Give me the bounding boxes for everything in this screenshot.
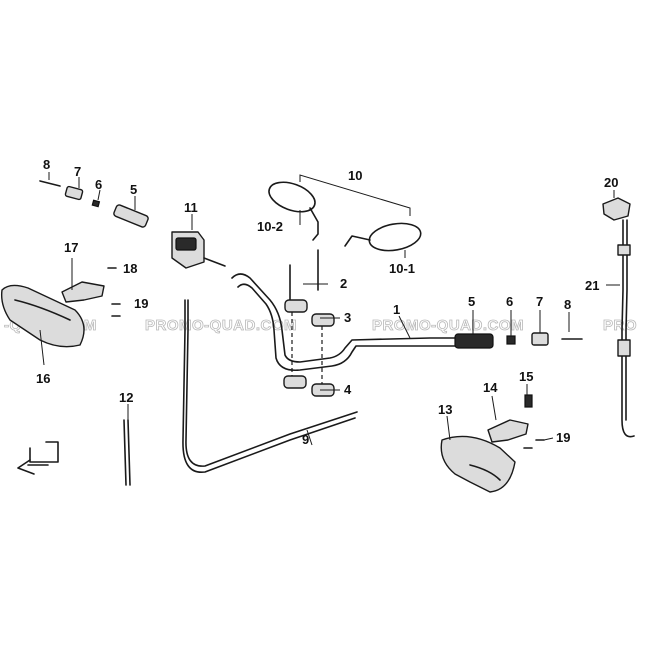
leader-lines — [39, 172, 620, 446]
callout-5-right: 5 — [468, 294, 475, 309]
weight-7-right — [531, 332, 549, 346]
bracket-17-part — [61, 281, 105, 303]
callout-17: 17 — [64, 240, 78, 255]
callout-19-left: 19 — [134, 296, 148, 311]
callout-1: 1 — [393, 302, 400, 317]
switch-housing-part — [171, 231, 226, 269]
callout-11: 11 — [184, 200, 198, 215]
callout-8-left: 8 — [43, 157, 50, 172]
callout-18: 18 — [123, 261, 137, 276]
washer-6-right — [506, 335, 516, 345]
grip-5-right — [454, 333, 494, 349]
callout-6-right: 6 — [506, 294, 513, 309]
right-grip-parts — [454, 332, 583, 349]
mirror-left-part — [268, 181, 319, 241]
callout-10-2: 10-2 — [257, 219, 283, 234]
hand-guard-left-part — [0, 284, 85, 348]
callout-21: 21 — [585, 278, 599, 293]
brake-switch-part — [602, 197, 631, 221]
callout-4: 4 — [344, 382, 352, 397]
brake-cable-part — [617, 219, 635, 438]
callout-19-right: 19 — [556, 430, 570, 445]
callout-7-left: 7 — [74, 164, 81, 179]
callout-2: 2 — [340, 276, 347, 291]
callout-bracket-10 — [299, 174, 411, 216]
handlebar-part — [231, 273, 456, 372]
grip-5-left — [113, 204, 149, 228]
watermark: -QUAD.COM PROMO-QUAD.COM PROMO-QUAD.COM … — [4, 317, 637, 335]
callout-3: 3 — [344, 310, 351, 325]
bolt-19-left-part — [111, 303, 121, 317]
bolt-19-right-part — [523, 439, 545, 449]
callout-13: 13 — [438, 402, 452, 417]
callout-12: 12 — [119, 390, 133, 405]
callout-16: 16 — [36, 371, 50, 386]
callout-6-left: 6 — [95, 177, 102, 192]
watermark-text-4: PRO — [603, 317, 637, 334]
mirror-right-part — [344, 222, 422, 252]
screw-8-left — [39, 180, 61, 187]
callout-8-right: 8 — [564, 297, 571, 312]
bolt-15-part — [524, 394, 533, 408]
callout-9: 9 — [302, 432, 309, 447]
watermark-text-3: PROMO-QUAD.COM — [372, 317, 524, 334]
callout-5-left: 5 — [130, 182, 137, 197]
washer-6-left — [91, 199, 101, 208]
hand-guard-right-part — [440, 435, 516, 493]
throttle-cable-part — [182, 299, 358, 473]
callout-10: 10 — [348, 168, 362, 183]
callout-15: 15 — [519, 369, 533, 384]
watermark-text-2: PROMO-QUAD.COM — [145, 317, 297, 334]
callout-20: 20 — [604, 175, 618, 190]
direction-arrow-icon — [17, 441, 59, 475]
callout-14: 14 — [483, 380, 498, 395]
left-grip-parts — [39, 180, 149, 228]
callout-labels: 8 7 6 5 11 10 10-2 10-1 17 18 19 16 2 3 … — [36, 157, 618, 447]
callout-10-1: 10-1 — [389, 261, 415, 276]
cable-tie-part — [123, 419, 131, 486]
weight-7-left — [64, 185, 84, 201]
bracket-14-part — [487, 419, 529, 443]
callout-7-right: 7 — [536, 294, 543, 309]
clamp-parts — [283, 249, 335, 397]
